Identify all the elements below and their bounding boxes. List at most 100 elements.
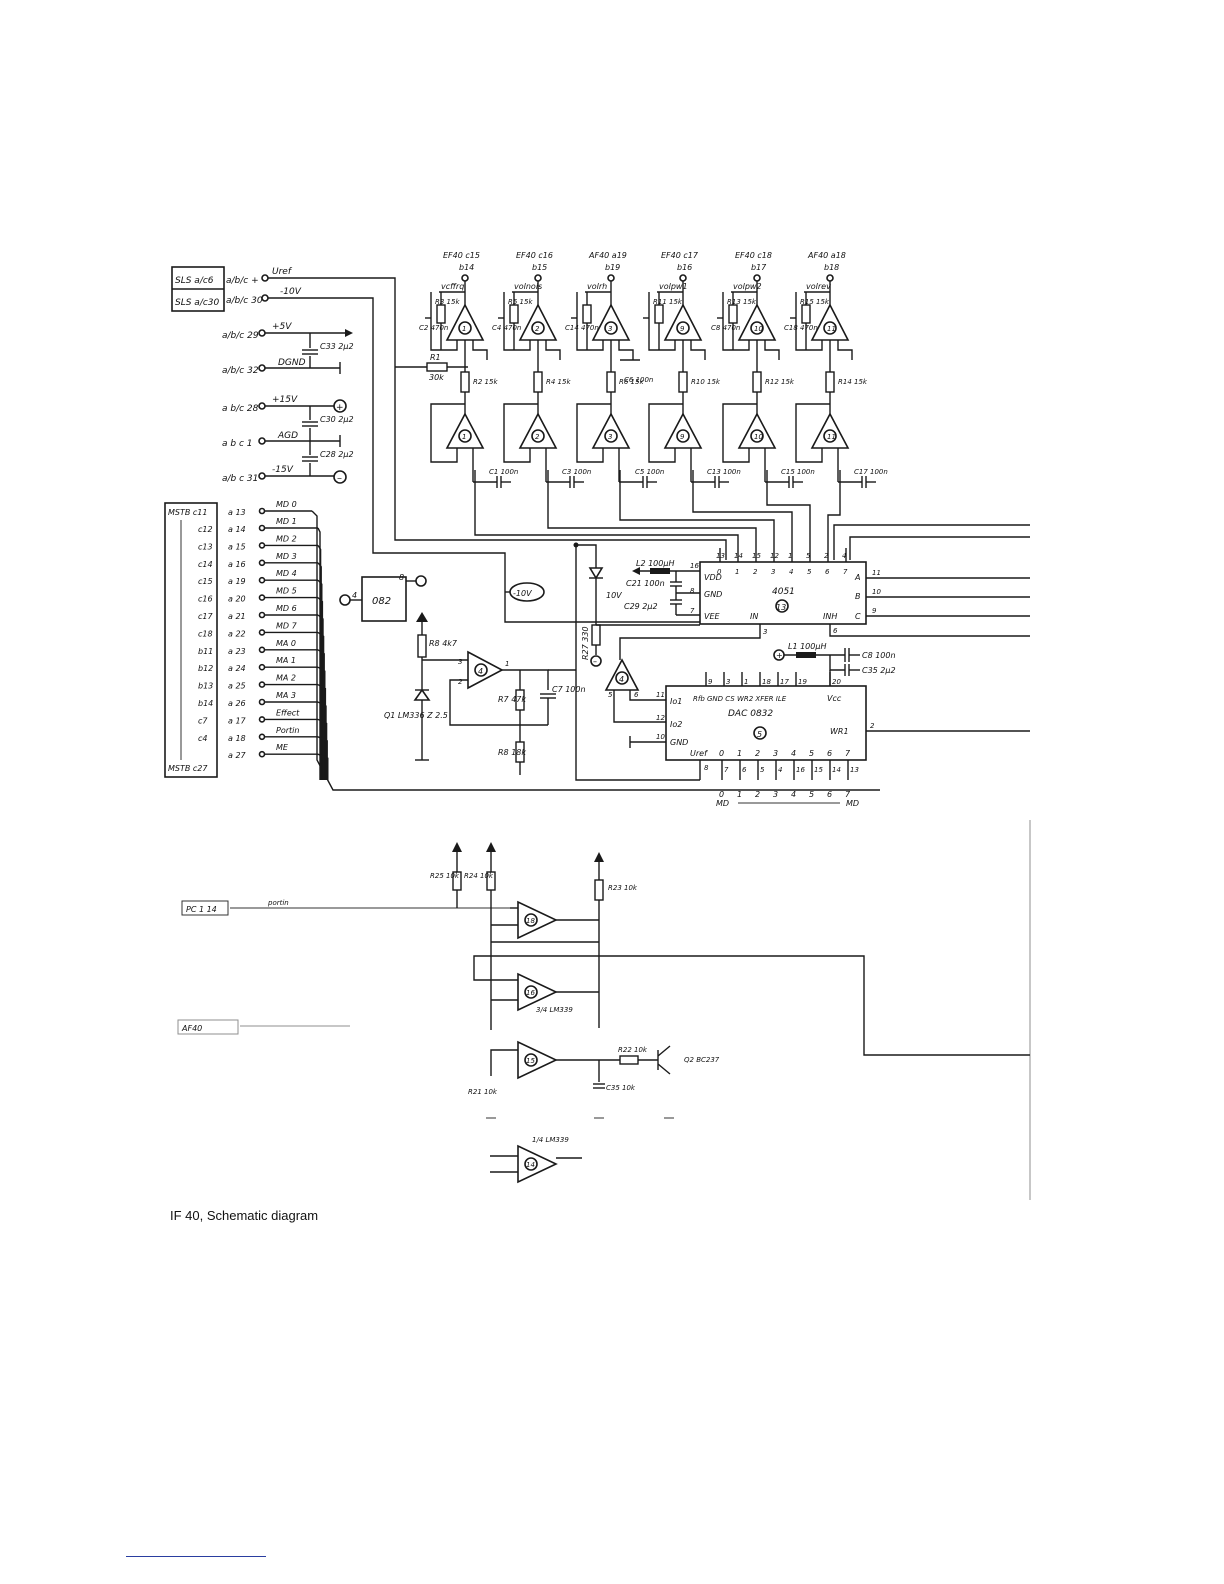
svg-text:R21 10k: R21 10k bbox=[468, 1088, 498, 1096]
mstb-row-a: a 21 bbox=[228, 612, 246, 621]
svg-text:5: 5 bbox=[757, 730, 762, 739]
capacitor-label: C8 470n bbox=[711, 324, 740, 332]
signal-label: volrev bbox=[806, 282, 831, 291]
dac-data-label: 0 bbox=[719, 749, 724, 758]
opamp-number: 1 bbox=[462, 325, 466, 333]
opamp-number: 3 bbox=[608, 433, 612, 441]
svg-text:4: 4 bbox=[478, 667, 483, 676]
mux-pin-number: 14 bbox=[734, 552, 743, 560]
pin-source-label: EF40 c18 bbox=[735, 251, 772, 260]
power-cap-label: C30 2µ2 bbox=[320, 415, 354, 424]
signal-label: vcffrq bbox=[441, 282, 464, 291]
dac-bottom-pin: 7 bbox=[724, 766, 729, 774]
svg-text:4: 4 bbox=[619, 675, 624, 684]
mux-pin-number: 4 bbox=[842, 552, 846, 560]
lower-comparators: PC 1 14 portin R25 10k R24 10k R23 10k 1… bbox=[177, 842, 1030, 1184]
mux-channel-label: 4 bbox=[789, 568, 793, 576]
svg-text:18: 18 bbox=[526, 917, 535, 925]
pin-number-label: b15 bbox=[532, 263, 547, 272]
svg-text:6: 6 bbox=[833, 627, 838, 635]
footer-rule bbox=[126, 1556, 266, 1557]
md-bus-label-right: MD bbox=[846, 799, 859, 808]
mstb-row-signal: MD 1 bbox=[276, 517, 297, 526]
mstb-row-a: a 27 bbox=[228, 751, 247, 760]
svg-text:13: 13 bbox=[776, 603, 786, 612]
power-pin-label: a/b/c 29 bbox=[222, 331, 259, 341]
svg-text:16: 16 bbox=[526, 989, 535, 997]
mux-output-lines bbox=[833, 524, 1030, 560]
resistor-label: R15 15k bbox=[800, 298, 830, 306]
mstb-row-signal: MD 3 bbox=[276, 552, 297, 561]
opamp-number: 9 bbox=[680, 433, 685, 441]
svg-text:R22 10k: R22 10k bbox=[618, 1046, 648, 1054]
svg-text:C29 2µ2: C29 2µ2 bbox=[624, 602, 658, 611]
svg-text:–: – bbox=[337, 473, 342, 484]
mstb-row-c: c7 bbox=[198, 716, 208, 725]
svg-text:R7 47k: R7 47k bbox=[498, 695, 526, 704]
svg-text:C35 2µ2: C35 2µ2 bbox=[862, 666, 896, 675]
svg-text:B: B bbox=[855, 592, 861, 601]
svg-text:5: 5 bbox=[608, 691, 613, 699]
mstb-row-a: a 15 bbox=[228, 542, 246, 551]
svg-text:+: + bbox=[776, 651, 783, 660]
svg-text:portin: portin bbox=[267, 899, 289, 907]
svg-text:R27 330: R27 330 bbox=[581, 626, 590, 660]
net-minus-15v: -15V bbox=[272, 465, 294, 475]
resistor-label: R13 15k bbox=[727, 298, 757, 306]
series-resistor-label: R6 15k bbox=[619, 378, 644, 386]
svg-text:Rfb GND CS WR2 XFER ILE: Rfb GND CS WR2 XFER ILE bbox=[693, 695, 787, 703]
series-resistor-label: R14 15k bbox=[838, 378, 868, 386]
dac-bottom-pin: 14 bbox=[832, 766, 841, 774]
opamp-number: 1 bbox=[462, 433, 466, 441]
mstb-row-c: c14 bbox=[198, 560, 213, 569]
power-pin-label: a b c 1 bbox=[222, 439, 253, 449]
mstb-row-c: b13 bbox=[198, 682, 213, 691]
dac-data-label: 6 bbox=[827, 749, 832, 758]
svg-text:WR1: WR1 bbox=[830, 727, 849, 736]
svg-text:DAC 0832: DAC 0832 bbox=[728, 709, 773, 719]
svg-text:8: 8 bbox=[399, 573, 404, 582]
signal-label: volrh bbox=[587, 282, 607, 291]
svg-text:GND: GND bbox=[704, 590, 722, 599]
dac-bottom-pin: 4 bbox=[778, 766, 782, 774]
mux-channel-label: 0 bbox=[717, 568, 722, 576]
capacitor-label: C2 470n bbox=[419, 324, 448, 332]
mux-pin-number: 13 bbox=[716, 552, 725, 560]
svg-text:VEE: VEE bbox=[704, 612, 721, 621]
net-plus-5v: +5V bbox=[272, 322, 292, 332]
pin-source-label: AF40 a19 bbox=[588, 251, 627, 260]
svg-text:4051: 4051 bbox=[772, 587, 795, 597]
svg-text:3: 3 bbox=[458, 658, 462, 666]
mstb-row-a: a 26 bbox=[228, 699, 246, 708]
pin-number-label: b18 bbox=[824, 263, 839, 272]
md-bus-label-left: MD bbox=[716, 799, 729, 808]
svg-text:L1 100µH: L1 100µH bbox=[788, 642, 826, 651]
mstb-row: a 27 ME bbox=[228, 743, 329, 780]
series-resistor-label: R10 15k bbox=[691, 378, 721, 386]
mstb-row-signal: MD 2 bbox=[276, 534, 297, 543]
svg-text:C35 10k: C35 10k bbox=[606, 1084, 636, 1092]
ic-082-label: 082 bbox=[372, 596, 391, 607]
mstb-row-c: c16 bbox=[198, 595, 213, 604]
series-resistor-label: R2 15k bbox=[473, 378, 498, 386]
resistor-label: R3 15k bbox=[435, 298, 460, 306]
svg-text:10: 10 bbox=[656, 733, 665, 741]
mstb-row-c: c18 bbox=[198, 629, 213, 638]
mstb-row-signal: ME bbox=[276, 743, 289, 752]
svg-text:Io1: Io1 bbox=[670, 697, 682, 706]
power-pin-label: a/b c 31 bbox=[222, 474, 258, 484]
figure-caption: IF 40, Schematic diagram bbox=[170, 1208, 319, 1223]
dac-bottom-pin: 5 bbox=[760, 766, 765, 774]
signal-label: volnois bbox=[514, 282, 542, 291]
signal-label: volpw1 bbox=[659, 282, 688, 291]
mstb-first-sig: MD 0 bbox=[276, 500, 297, 509]
mstb-row-signal: MD 4 bbox=[276, 569, 297, 578]
dac-top-pin: 17 bbox=[780, 678, 789, 686]
capacitor-c6: C6 100n bbox=[620, 359, 653, 384]
mux-channel-label: 1 bbox=[735, 568, 739, 576]
capacitor-c6-label: C6 100n bbox=[624, 376, 653, 384]
